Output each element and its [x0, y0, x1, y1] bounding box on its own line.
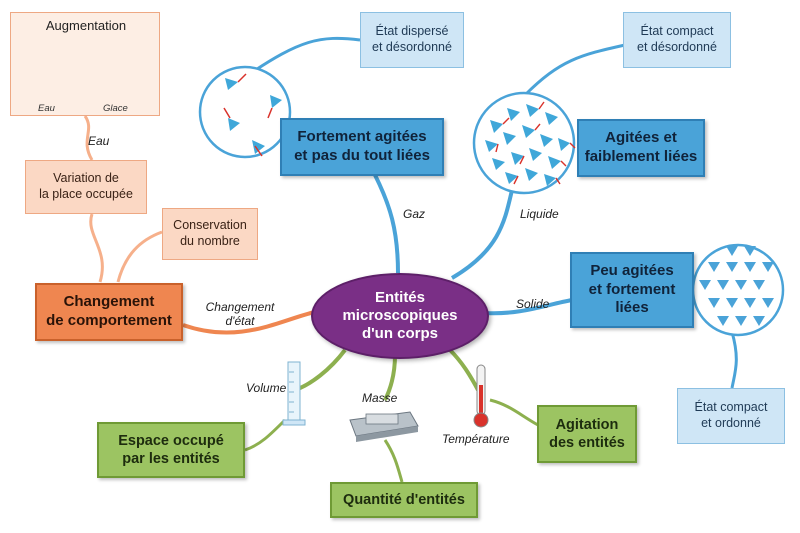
link-solide	[484, 298, 573, 316]
conservation-node: Conservation du nombre	[162, 208, 258, 260]
link-augmentation	[83, 115, 94, 161]
link-liquide-state	[523, 43, 626, 97]
solide-state-node: État compact et ordonné	[677, 388, 785, 444]
link-solide-state	[730, 331, 738, 389]
gaz-edge-label: Gaz	[403, 207, 426, 221]
augmentation-title: Augmentation	[45, 18, 127, 33]
link-changement	[182, 310, 316, 335]
link-volume	[294, 348, 347, 392]
agitation-entites-node: Agitation des entités	[537, 405, 637, 463]
liquid-particles-icon	[472, 91, 576, 195]
gas-particles-icon	[198, 65, 292, 159]
solide-edge-label: Solide	[516, 297, 550, 311]
augmentation-right-label: Glace	[103, 103, 128, 114]
changement-etat-edge-label: Changement d'état	[205, 300, 275, 329]
center-node: Entités microscopiques d'un corps	[311, 273, 489, 359]
changement-comportement-node: Changement de comportement	[35, 283, 183, 341]
link-gaz-state	[247, 36, 361, 77]
solid-lattice-icon	[691, 243, 785, 337]
link-volume-box	[244, 418, 287, 452]
link-temperature-box	[489, 398, 539, 427]
liquide-state-node: État compact et désordonné	[623, 12, 731, 68]
scale-icon	[349, 411, 419, 442]
link-variation	[89, 213, 104, 283]
graduated-cylinder-icon	[282, 361, 306, 426]
link-gaz	[373, 174, 400, 274]
masse-edge-label: Masse	[362, 391, 398, 405]
espace-occupe-node: Espace occupé par les entités	[97, 422, 245, 478]
link-liquide	[450, 189, 514, 280]
link-masse-box	[383, 439, 404, 483]
augmentation-left-label: Eau	[38, 103, 55, 114]
eau-edge-label: Eau	[88, 134, 110, 148]
temperature-edge-label: Température	[442, 432, 510, 446]
link-conservation	[116, 230, 163, 283]
link-temperature	[448, 348, 480, 391]
solide-description-node: Peu agitées et fortement liées	[570, 252, 694, 328]
volume-edge-label: Volume	[246, 381, 287, 395]
link-masse	[383, 354, 397, 401]
augmentation-box: Augmentation Eau Glace	[10, 12, 160, 116]
quantite-entites-node: Quantité d'entités	[330, 482, 478, 518]
gaz-state-node: État dispersé et désordonné	[360, 12, 464, 68]
liquide-edge-label: Liquide	[520, 207, 559, 221]
liquide-description-node: Agitées et faiblement liées	[577, 119, 705, 177]
variation-node: Variation de la place occupée	[25, 160, 147, 214]
gaz-description-node: Fortement agitées et pas du tout liées	[280, 118, 444, 176]
thermometer-icon	[473, 364, 489, 428]
